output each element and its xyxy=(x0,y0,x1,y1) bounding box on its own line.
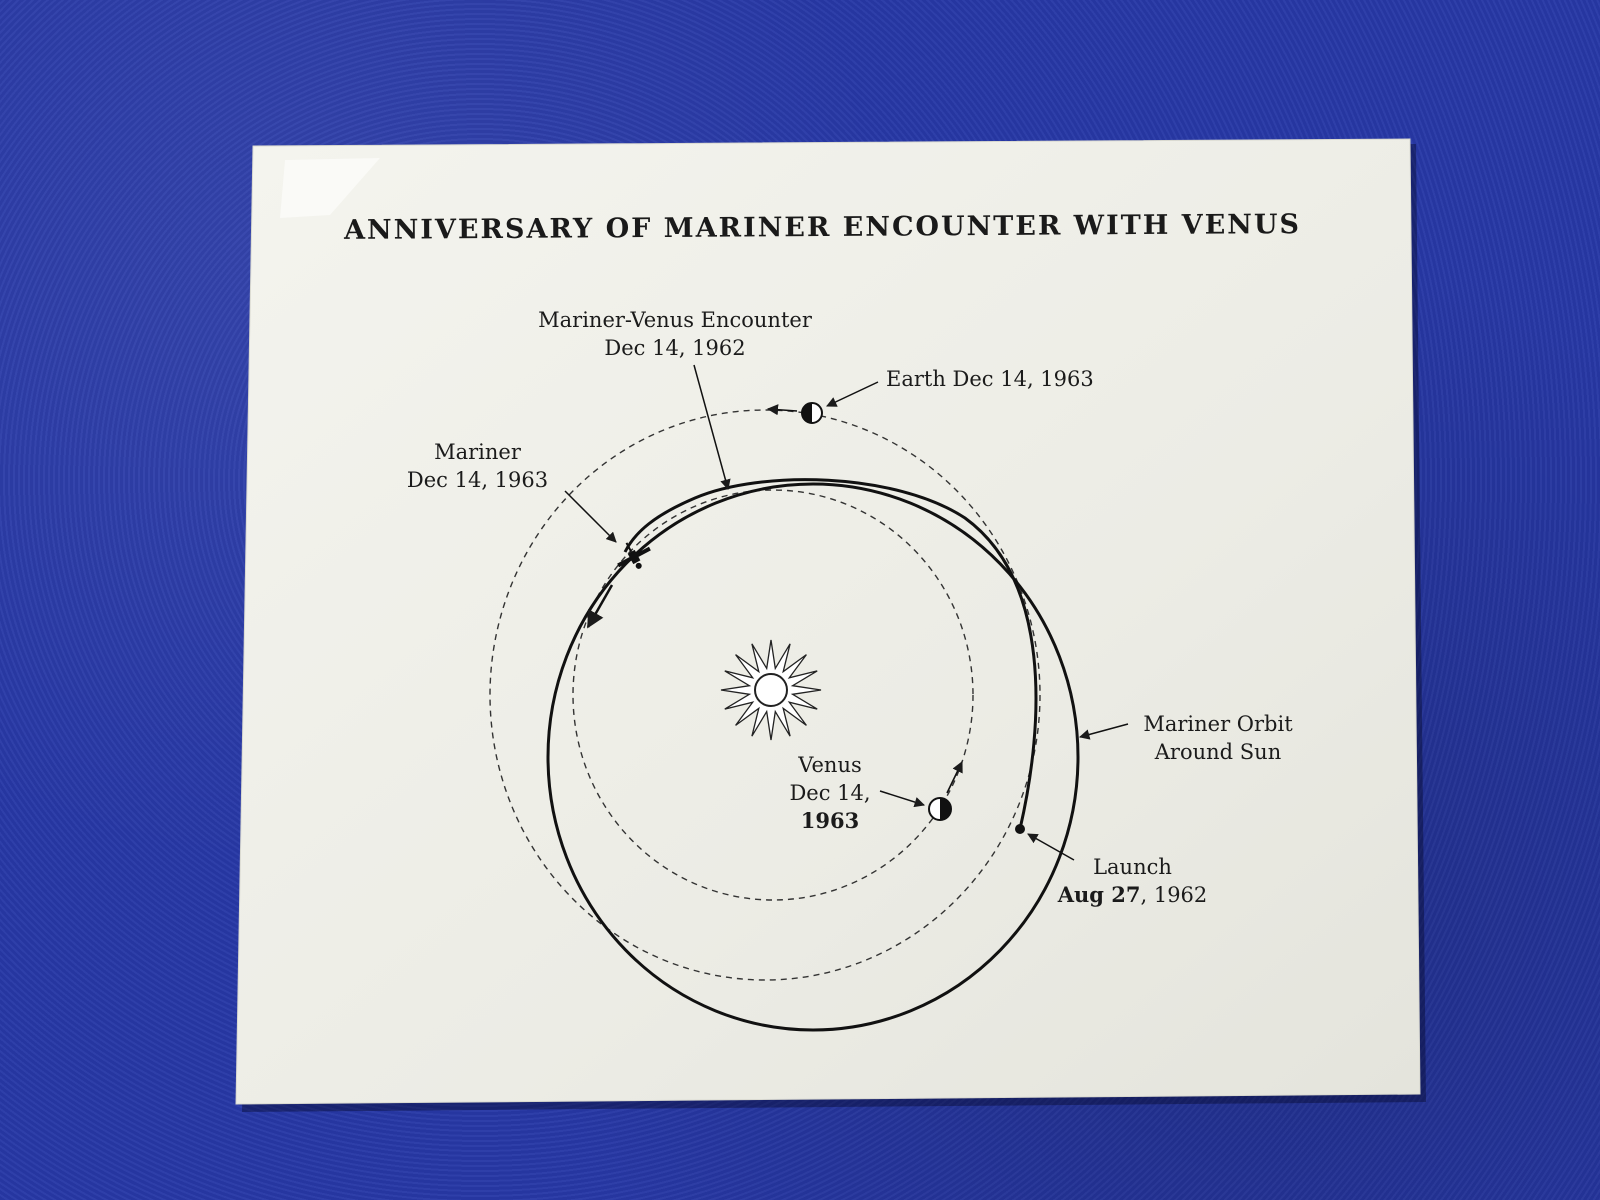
label-venus-line1: Venus xyxy=(798,753,862,777)
spacecraft-icon xyxy=(617,542,651,569)
venus-direction-arrow xyxy=(946,760,963,794)
label-venus-line3: 1963 xyxy=(800,808,860,833)
label-earth: Earth Dec 14, 1963 xyxy=(886,367,1094,391)
mariner-orbit-direction-arrow xyxy=(586,584,614,629)
label-launch: Launch Aug 27, 1962 xyxy=(1040,853,1225,909)
label-orbit-line2: Around Sun xyxy=(1154,740,1282,764)
launch-point-marker xyxy=(1015,824,1025,834)
label-launch-line2: Aug 27, 1962 xyxy=(1040,881,1225,909)
earth-icon xyxy=(801,402,823,424)
label-launch-date-rest: , 1962 xyxy=(1140,883,1208,907)
label-venus: Venus Dec 14, 1963 xyxy=(770,751,890,835)
label-mariner: Mariner Dec 14, 1963 xyxy=(395,438,560,494)
paper-glare xyxy=(280,158,380,218)
sun-icon xyxy=(720,639,822,741)
earth-direction-arrow xyxy=(766,404,798,416)
encounter-leader-line xyxy=(693,364,731,491)
label-launch-date-bold: Aug 27 xyxy=(1057,882,1141,907)
label-mariner-line2: Dec 14, 1963 xyxy=(406,468,549,492)
label-venus-line2: Dec 14, xyxy=(789,781,871,805)
orbit-leader-line xyxy=(1078,723,1129,740)
venus-leader-line xyxy=(879,790,926,808)
venus-orbit xyxy=(572,489,974,901)
mariner-orbit xyxy=(546,482,1080,1032)
label-orbit-line1: Mariner Orbit xyxy=(1143,712,1293,736)
paper-sheet xyxy=(235,138,1421,1105)
earth-orbit xyxy=(489,409,1041,981)
mariner-leader-line xyxy=(564,490,617,543)
venus-icon xyxy=(928,797,952,821)
earth-leader-line xyxy=(826,381,879,407)
label-encounter: Mariner-Venus Encounter Dec 14, 1962 xyxy=(500,306,850,362)
label-mariner-orbit: Mariner Orbit Around Sun xyxy=(1118,710,1318,766)
launch-leader-line xyxy=(1027,833,1075,861)
label-encounter-line1: Mariner-Venus Encounter xyxy=(538,308,812,332)
label-launch-line1: Launch xyxy=(1093,855,1172,879)
label-encounter-line2: Dec 14, 1962 xyxy=(604,336,746,360)
label-mariner-line1: Mariner xyxy=(434,440,521,464)
transfer-trajectory xyxy=(623,478,1038,830)
